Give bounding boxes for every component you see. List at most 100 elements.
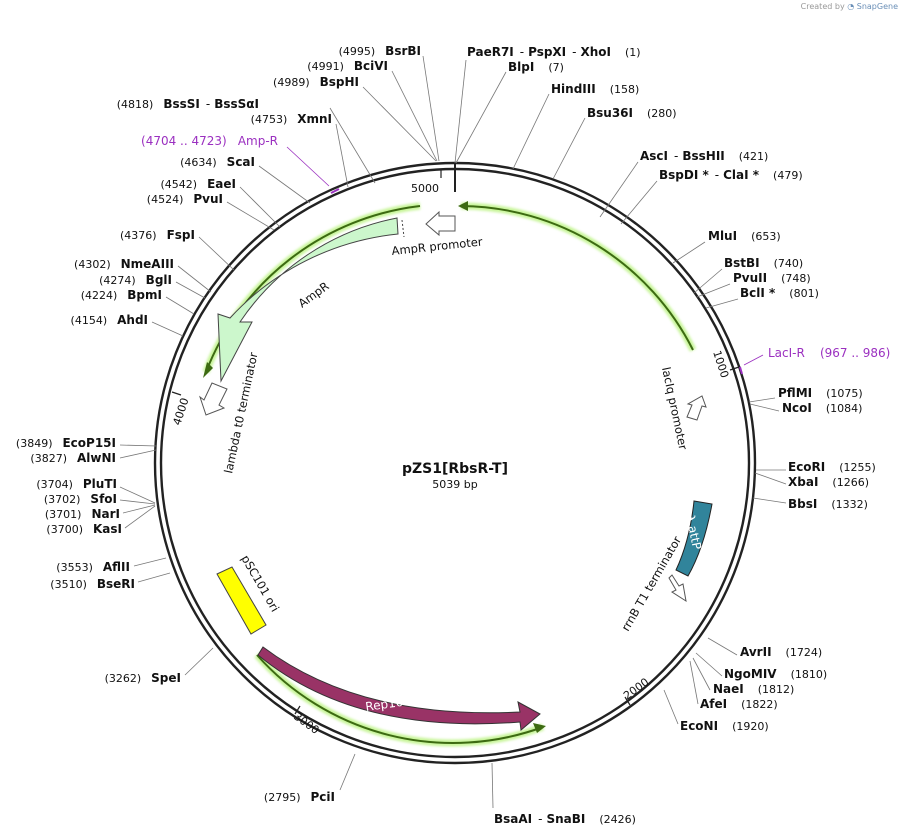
restriction-site-label[interactable]: (3827)AlwNI [30,451,116,465]
site-leader-line [754,472,787,485]
restriction-site-label[interactable]: PvuII(748) [733,271,811,285]
restriction-site-label[interactable]: XbaI(1266) [788,475,869,489]
restriction-site-label[interactable]: (4995)BsrBI [339,44,421,58]
site-leader-line [226,201,275,231]
primer-amp-r: (4704 .. 4723) Amp-R [141,130,278,149]
restriction-site-label[interactable]: EcoNI(1920) [680,719,769,733]
enzyme-name: PciI [311,790,336,804]
site-position: (3827) [30,452,67,465]
ampr-feature[interactable] [217,217,399,383]
site-leader-line [339,753,356,791]
site-leader-line [119,486,156,504]
rep-orf-arrowhead [533,723,546,733]
restriction-site-label[interactable]: BlpI(7) [508,60,564,74]
lambda-t0-terminator-feature[interactable] [199,382,228,416]
restriction-site-label[interactable]: AfeI(1822) [700,697,778,711]
site-position: (4989) [273,76,310,89]
laciq-promoter-feature[interactable] [686,395,707,421]
rrnb-t1-terminator-feature[interactable] [668,574,687,603]
site-leader-line [151,321,184,337]
restriction-site-label[interactable]: (4274)BglI [99,273,172,287]
ampr-promoter-feature[interactable] [425,210,456,237]
site-leader-line [184,647,214,676]
restriction-site-label[interactable]: (3510)BseRI [50,577,135,591]
site-position: (653) [751,230,781,243]
restriction-site-label[interactable]: (4224)BpmI [81,288,162,302]
restriction-site-label[interactable]: PaeR7I-PspXI-XhoI(1) [467,45,641,59]
restriction-site-label[interactable]: BspDI *-ClaI *(479) [659,168,803,182]
restriction-site-label[interactable]: (2795)PciI [264,790,335,804]
restriction-site-label[interactable]: Bsu36I(280) [587,106,677,120]
site-position: (3704) [36,478,73,491]
restriction-site-label[interactable]: BsaAI-SnaBI(2426) [494,812,636,826]
restriction-site-label[interactable]: (3553)AflII [56,560,130,574]
restriction-site-label[interactable]: (4753)XmnI [251,112,332,126]
primer-amp-r-range: (4704 .. 4723) [141,134,227,148]
restriction-site-label[interactable]: BclI *(801) [740,286,819,300]
site-leader-line [696,283,731,298]
enzyme-name: BlpI [508,60,534,74]
enzyme-name: BstBI [724,256,760,270]
restriction-site-label[interactable]: NcoI(1084) [782,401,862,415]
enzyme-name: BsaAI [494,812,532,826]
site-labels: PaeR7I-PspXI-XhoI(1)BlpI(7)HindIII(158)B… [16,44,876,826]
restriction-site-label[interactable]: EcoRI(1255) [788,460,876,474]
restriction-site-label[interactable]: (3262)SpeI [105,671,181,685]
psc101-ori-feature[interactable] [216,566,267,635]
site-leader-line [362,86,437,162]
restriction-site-label[interactable]: PflMI(1075) [778,386,863,400]
restriction-site-label[interactable]: (4818)BssSI-BssSαI [117,97,259,111]
site-leader-line [689,660,699,705]
restriction-site-label[interactable]: (4302)NmeAIII [74,257,174,271]
site-position: (3702) [44,493,81,506]
enzyme-name: AvrII [740,645,772,659]
site-leader-line [177,265,212,293]
restriction-site-label[interactable]: (4524)PvuI [147,192,223,206]
site-leader-line [599,161,639,218]
site-leader-line [119,444,158,447]
site-position: (3262) [105,672,142,685]
enzyme-name: SfoI [90,492,117,506]
enzyme-name: EcoP15I [62,436,116,450]
restriction-site-label[interactable]: (4991)BciVI [307,59,388,73]
enzyme-name: PvuI [193,192,223,206]
restriction-site-label[interactable]: AscI-BssHII(421) [640,149,768,163]
restriction-site-label[interactable]: BstBI(740) [724,256,803,270]
primer-amp-r-mark [330,188,340,194]
restriction-site-label[interactable]: AvrII(1724) [740,645,822,659]
enzyme-name: BciVI [354,59,388,73]
laci-orf-glow [460,202,697,352]
ampr-divider [401,219,405,238]
site-leader-line [422,55,440,162]
restriction-site-label[interactable]: (3701)NarI [45,507,120,521]
restriction-site-label[interactable]: MluI(653) [708,229,781,243]
restriction-site-label[interactable]: (3700)KasI [46,522,122,536]
restriction-site-label[interactable]: (3704)PluTI [36,477,117,491]
site-position: (1812) [758,683,795,696]
site-leader-line [239,186,281,228]
restriction-site-label[interactable]: (4542)EaeI [161,177,236,191]
restriction-site-label[interactable]: HindIII(158) [551,82,639,96]
restriction-site-label[interactable]: (3702) SfoI [44,492,117,506]
site-position: (3510) [50,578,87,591]
site-position: (1332) [831,498,868,511]
enzyme-name: EcoRI [788,460,825,474]
restriction-site-label[interactable]: (4376)FspI [120,228,195,242]
site-position: (4818) [117,98,154,111]
site-separator: - [572,45,576,59]
restriction-site-label[interactable]: BbsI(1332) [788,497,868,511]
primer-laci-r: LacI-R (967 .. 986) [768,342,890,361]
restriction-site-label[interactable]: (3849)EcoP15I [16,436,116,450]
tick-label-2000: 2000 [621,675,651,702]
enzyme-name: XhoI [581,45,612,59]
restriction-site-label[interactable]: NaeI(1812) [713,682,794,696]
restriction-site-label[interactable]: (4634)ScaI [180,155,255,169]
restriction-site-label[interactable]: (4989)BspHI [273,75,359,89]
lambda-attp-feature[interactable] [675,500,713,577]
site-position: (1) [625,46,641,59]
rep101-feature[interactable] [257,646,541,731]
restriction-site-label[interactable]: NgoMIV(1810) [724,667,827,681]
primer-laci-r-leader [743,354,764,366]
restriction-site-label[interactable]: (4154)AhdI [71,313,148,327]
site-leader-line [258,165,311,204]
